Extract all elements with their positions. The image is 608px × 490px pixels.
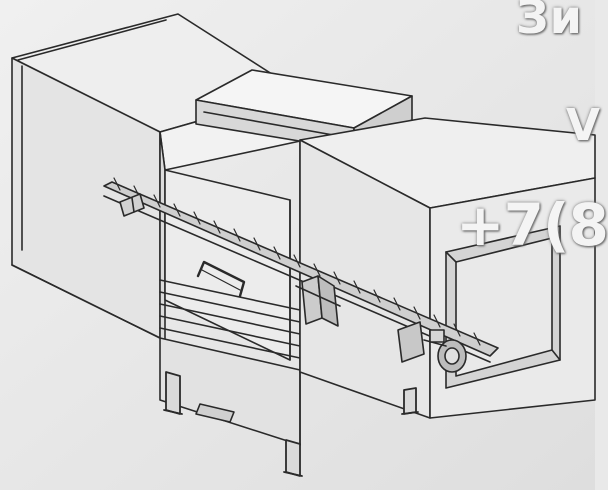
main-body bbox=[159, 91, 306, 446]
legs bbox=[163, 371, 419, 477]
right-hood bbox=[299, 117, 596, 419]
left-bracket bbox=[119, 193, 145, 217]
door-handle bbox=[196, 260, 246, 298]
middle-support bbox=[295, 275, 341, 327]
overlay-text-top: Зи bbox=[516, 0, 583, 44]
drive-motor bbox=[397, 321, 467, 373]
conveyor-rail bbox=[103, 177, 499, 363]
overlay-phone-fragment: +7(8 bbox=[456, 191, 608, 259]
overlay-text-middle: V bbox=[566, 100, 601, 151]
pedal bbox=[195, 403, 235, 423]
